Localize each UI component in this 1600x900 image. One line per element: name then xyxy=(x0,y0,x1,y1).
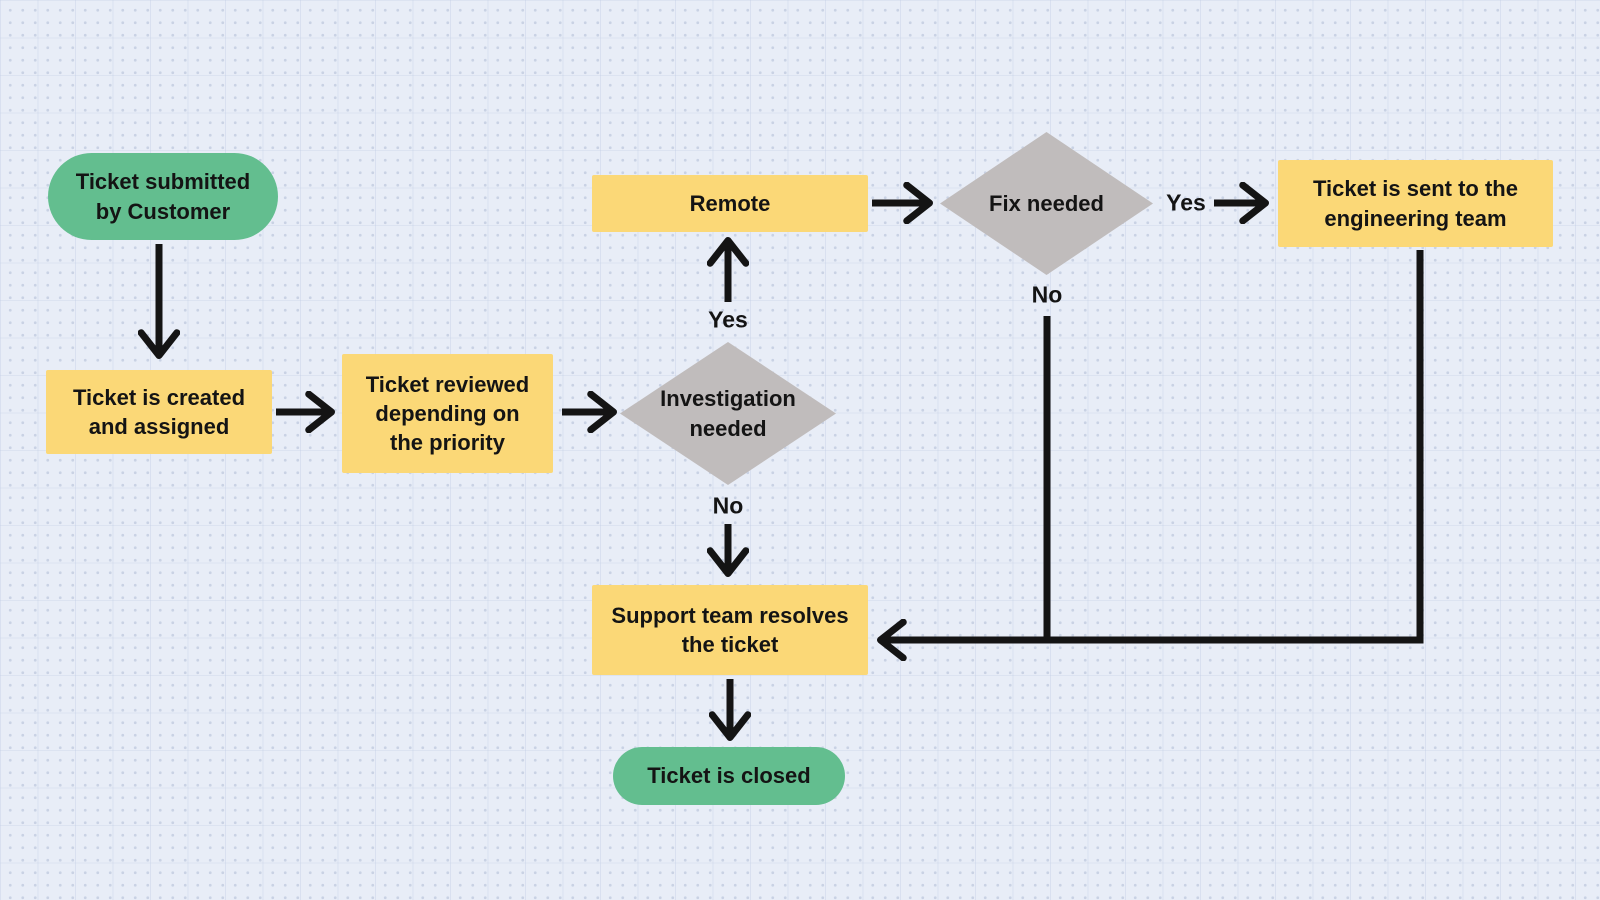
node-investigation-needed-label: Investigation needed xyxy=(660,386,796,441)
node-remote: Remote xyxy=(592,175,868,232)
edge-label-fix-yes: Yes xyxy=(1166,189,1206,216)
node-ticket-created: Ticket is created and assigned xyxy=(46,370,272,454)
node-sent-to-engineering: Ticket is sent to the engineering team xyxy=(1278,160,1553,247)
node-ticket-reviewed-label: Ticket reviewed depending on the priorit… xyxy=(365,371,530,456)
edge-engineering-to-support xyxy=(884,250,1424,640)
node-ticket-created-label: Ticket is created and assigned xyxy=(72,384,246,439)
node-ticket-submitted: Ticket submitted by Customer xyxy=(48,153,278,240)
node-ticket-closed: Ticket is closed xyxy=(613,747,845,805)
node-ticket-reviewed: Ticket reviewed depending on the priorit… xyxy=(342,354,553,473)
node-fix-needed-label: Fix needed xyxy=(989,190,1104,216)
node-ticket-closed-label: Ticket is closed xyxy=(647,763,811,789)
node-sent-to-engineering-label: Ticket is sent to the engineering team xyxy=(1313,176,1518,231)
edge-label-fix-no: No xyxy=(1031,281,1063,308)
node-support-resolves: Support team resolves the ticket xyxy=(592,585,868,675)
node-ticket-submitted-label: Ticket submitted by Customer xyxy=(75,169,251,224)
edge-label-investigation-no: No xyxy=(712,492,744,519)
node-remote-label: Remote xyxy=(689,190,771,216)
node-support-resolves-label: Support team resolves the ticket xyxy=(611,602,849,657)
edge-label-investigation-yes: Yes xyxy=(708,306,748,333)
